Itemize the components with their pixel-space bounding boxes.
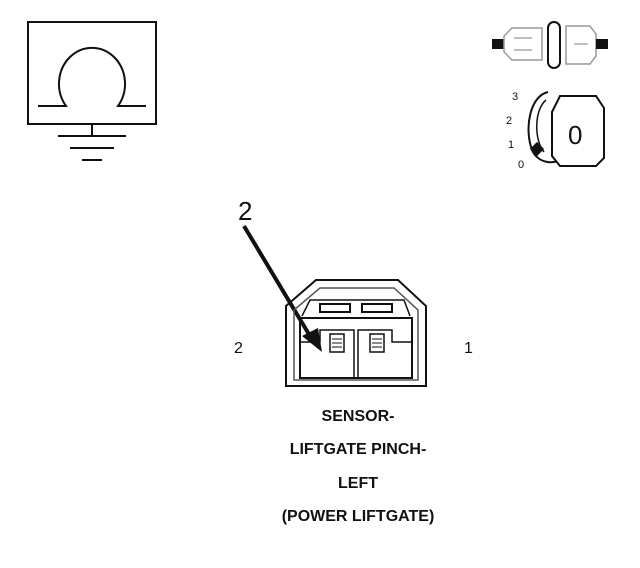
- ignition-position-3: 3: [512, 91, 518, 103]
- ignition-position-1: 1: [508, 139, 514, 151]
- connector-face: [285, 279, 427, 387]
- ignition-position-2: 2: [506, 115, 512, 127]
- callout-number: 2: [238, 196, 252, 226]
- caption-line-3: LEFT: [338, 475, 378, 492]
- ignition-key-label: 0: [568, 120, 582, 150]
- caption-line-2: LIFTGATE PINCH-: [289, 441, 427, 458]
- connector-pin-2-label: 2: [234, 340, 243, 357]
- ohmmeter-icon: [27, 21, 157, 161]
- callout-arrow: [242, 224, 322, 352]
- ignition-switch-icon: 3 2 1 0 0: [506, 91, 605, 171]
- ignition-position-0: 0: [518, 159, 524, 171]
- caption-line-1: SENSOR-: [321, 408, 395, 425]
- caption-line-4: (POWER LIFTGATE): [281, 508, 435, 525]
- connector-pin-1-label: 1: [464, 340, 473, 357]
- disconnect-connector-icon: [492, 21, 608, 69]
